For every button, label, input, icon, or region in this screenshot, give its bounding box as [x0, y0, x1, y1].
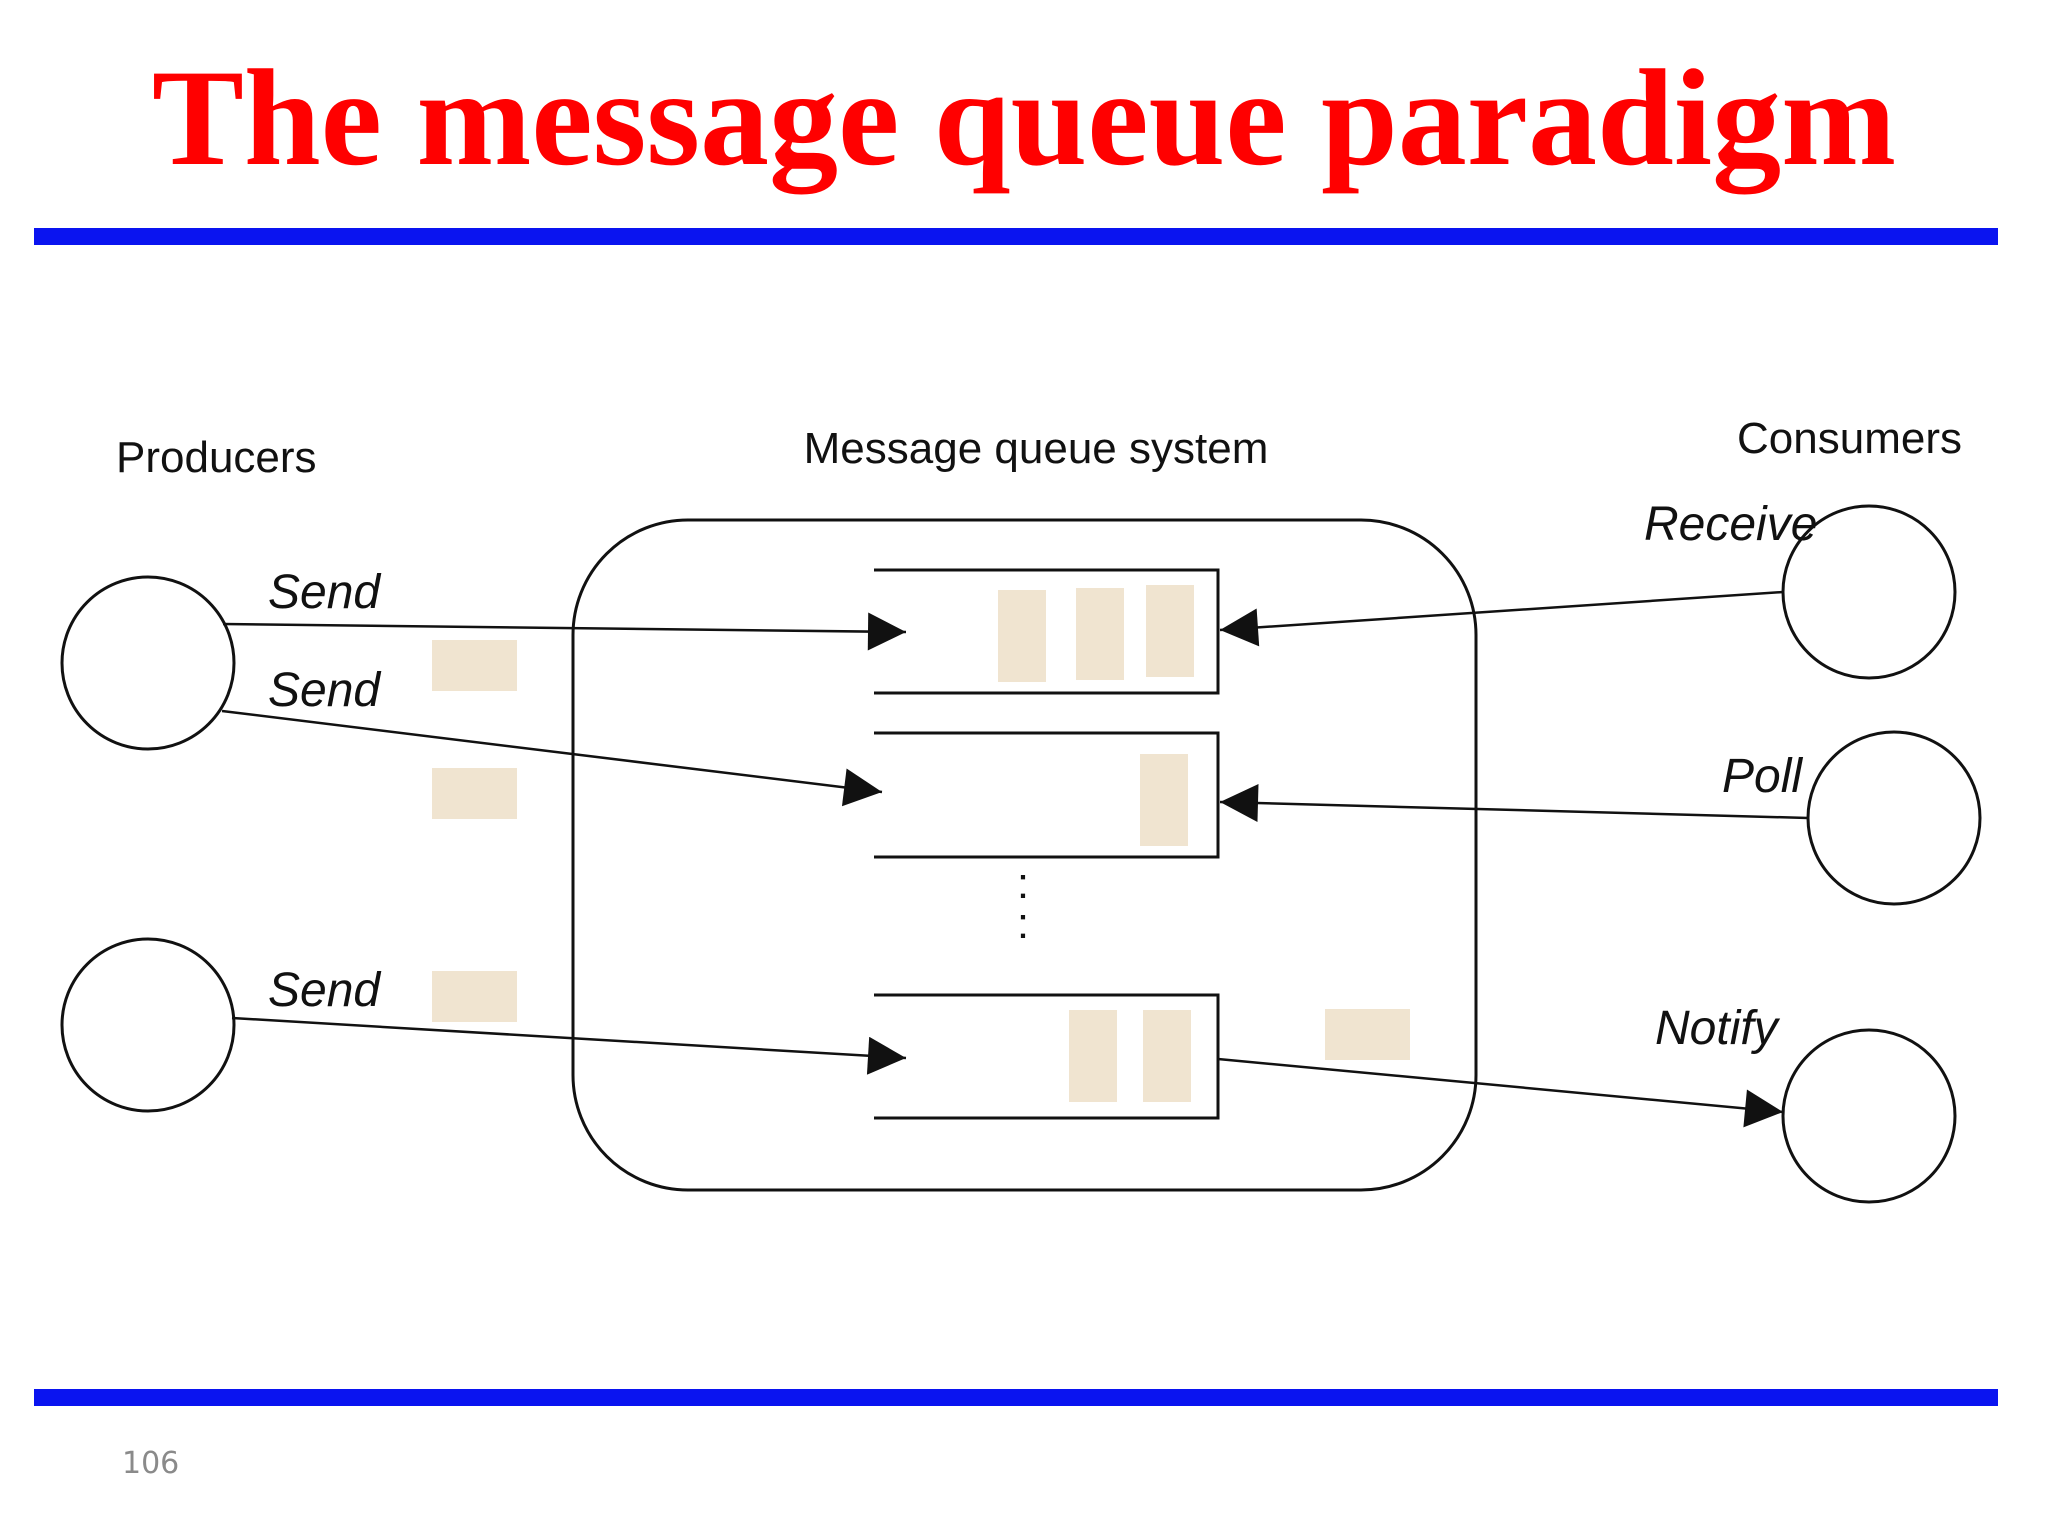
- page-number: 106: [122, 1446, 180, 1481]
- in-transit-message: [432, 971, 517, 1022]
- producers-heading: Producers: [116, 433, 317, 482]
- slide-title: The message queue paradigm: [151, 41, 1897, 194]
- queue-1-message: [998, 590, 1046, 682]
- continuation-dots-lower: :: [1017, 899, 1029, 948]
- receive-label: Receive: [1644, 498, 1817, 551]
- send-arrow-2: [221, 709, 883, 807]
- send-arrow-3: [231, 1016, 907, 1075]
- send-label-1: Send: [268, 566, 381, 619]
- in-transit-message: [1325, 1009, 1410, 1060]
- send-label-3: Send: [268, 964, 381, 1017]
- continuation-dots-upper: :: [1017, 859, 1029, 908]
- queue-n-message: [1143, 1010, 1191, 1102]
- queue-system-boundary: [571, 518, 1478, 1192]
- queue-1: [874, 568, 1220, 695]
- consumer-notify-node: [1781, 1028, 1957, 1204]
- in-transit-message: [432, 640, 517, 691]
- in-transit-message: [432, 768, 517, 819]
- queue-2: [874, 731, 1220, 859]
- consumers-heading: Consumers: [1737, 414, 1962, 463]
- producer-1-node: [60, 575, 236, 751]
- notify-arrow: [1217, 1057, 1784, 1128]
- poll-label: Poll: [1722, 750, 1803, 803]
- queue-1-message: [1146, 585, 1194, 677]
- consumer-poll-node: [1806, 730, 1982, 906]
- top-divider: [34, 228, 1998, 245]
- queue-n-message: [1069, 1010, 1117, 1102]
- queue-2-message: [1140, 754, 1188, 846]
- receive-arrow: [1219, 590, 1784, 647]
- system-heading: Message queue system: [804, 424, 1269, 473]
- producer-2-node: [60, 937, 236, 1113]
- poll-arrow: [1219, 784, 1809, 823]
- send-arrow-1: [222, 612, 907, 651]
- queue-1-message: [1076, 588, 1124, 680]
- send-label-2: Send: [268, 664, 381, 717]
- bottom-divider: [34, 1389, 1998, 1406]
- queue-n: [874, 993, 1220, 1120]
- notify-label: Notify: [1655, 1002, 1781, 1055]
